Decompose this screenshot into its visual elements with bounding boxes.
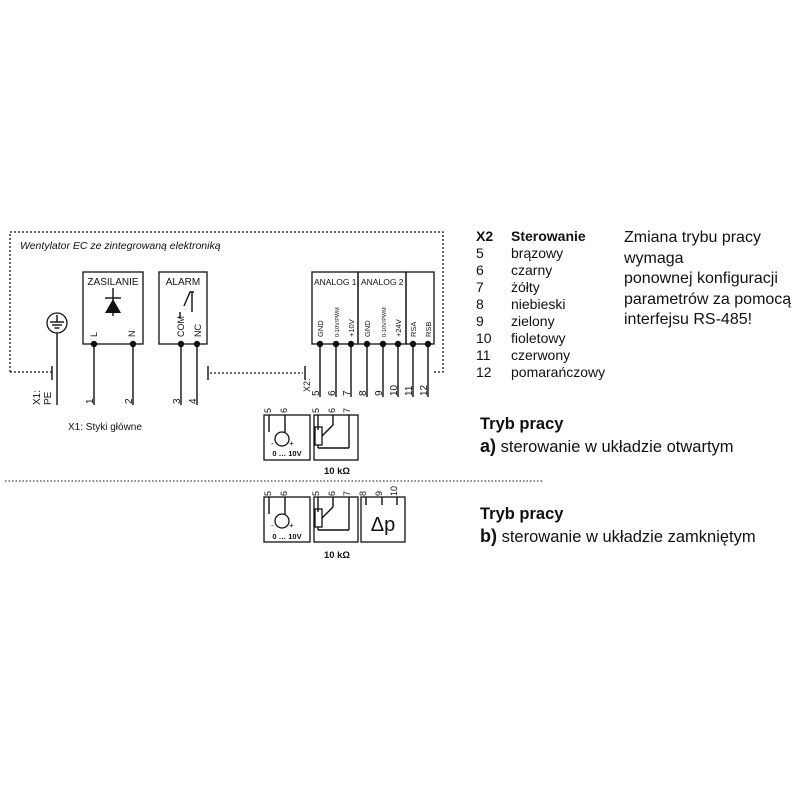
mode-a-resistance: 10 kΩ [324,466,350,477]
legend-header: X2 Sterowanie [476,228,605,245]
pressure-sensor-box [360,496,406,543]
zasilanie-block: ZASILANIE L N 1 2 [82,271,144,405]
zasilanie-title: ZASILANIE [87,277,138,288]
alarm-pin-nc: NC [193,324,203,337]
x1-caption: X1: Styki główne [68,422,142,433]
alarm-block: ALARM COM NC 3 4 [158,271,208,405]
x1-pe-label: PE [43,391,54,405]
alarm-title: ALARM [166,277,200,288]
potentiometer-box-b [313,496,359,543]
legend-header-num: X2 [476,228,494,244]
svg-text:8: 8 [358,491,368,496]
x2-num-6: 6 [327,390,338,396]
voltage-source-icon-b [274,513,290,529]
x2-num-9: 9 [374,390,385,396]
diode-icon [105,288,121,316]
mode-a-letter: a) [480,436,497,456]
svg-text:5: 5 [263,491,273,496]
svg-text:5: 5 [311,491,321,496]
svg-text:6: 6 [327,491,337,496]
svg-text:6: 6 [279,408,289,413]
mode-b-text: sterowanie w układzie zamkniętym [501,528,756,546]
x2-pin-10-label: +24V [394,319,403,337]
svg-text:10: 10 [389,486,399,496]
mode-a-title: Tryb pracy [480,415,564,433]
svg-text:-: - [271,439,274,448]
terminal-4: 4 [188,398,199,404]
fan-label: Wentylator EC ze zintegrowaną elektronik… [20,240,221,252]
voltage-source-box-b [263,496,311,543]
potentiometer-box [313,414,359,461]
fan-enclosure [9,231,444,373]
svg-text:6: 6 [327,408,337,413]
voltage-source-icon [274,431,290,447]
mode-b-title: Tryb pracy [480,505,564,523]
mode-a-wiring: 5 6 5 6 7 - + 0 … 10V 10 kΩ [263,408,359,477]
relay-contact-icon [179,291,194,318]
mode-a-range: 0 … 10V [272,449,301,458]
mode-b-description: Tryb pracy b) sterowanie w układzie zamk… [480,503,756,548]
mode-a-text: sterowanie w układzie otwartym [500,438,734,456]
svg-text:+: + [289,439,294,448]
x2-pin-9-label: 0-10V/PWM [382,307,388,337]
configuration-note: Zmiana trybu pracy wymaga ponownej konfi… [624,229,792,328]
svg-text:7: 7 [342,408,352,413]
terminal-1: 1 [85,398,96,404]
x2-num-12: 12 [419,384,430,396]
mode-b-wiring: 5 6 5 6 7 8 9 10 - + 0 … 10V 10 kΩ Δp [263,486,406,561]
zasilanie-pin-n: N [127,331,137,338]
x2-pin-8-label: GND [363,320,372,337]
svg-text:9: 9 [374,491,384,496]
mode-a-description: Tryb pracy a) sterowanie w układzie otwa… [480,413,734,458]
x2-designator: X2: [302,378,312,392]
analog1-label: ANALOG 1 [314,277,357,287]
alarm-pin-com: COM [176,316,186,337]
svg-text:+: + [289,521,294,530]
svg-text:6: 6 [279,491,289,496]
svg-text:-: - [271,521,274,530]
x2-pin-7-label: +10V [347,319,356,337]
x1-designator: X1: [32,390,43,405]
terminal-2: 2 [124,398,135,404]
x2-num-8: 8 [358,390,369,396]
x2-num-7: 7 [342,390,353,396]
terminal-3: 3 [172,398,183,404]
x2-control-block: ANALOG 1 ANALOG 2 GND 0-10V/PWM +10V GND… [311,271,435,397]
x2-num-5: 5 [311,390,322,396]
x2-num-10: 10 [389,384,400,396]
svg-text:5: 5 [311,408,321,413]
x2-wires [319,344,429,397]
mode-b-letter: b) [480,526,497,546]
ground-symbol [46,312,68,405]
svg-text:7: 7 [342,491,352,496]
x2-pin-11-label: RSA [409,322,418,337]
mode-b-resistance: 10 kΩ [324,550,350,561]
x2-pin-12-label: RSB [424,322,433,337]
analog2-label: ANALOG 2 [361,277,404,287]
x2-pin-5-label: GND [316,320,325,337]
x2-pin-6-label: 0-10V/PWM [335,307,341,337]
svg-text:5: 5 [263,408,273,413]
zasilanie-pin-l: L [89,332,99,337]
mode-b-range: 0 … 10V [272,532,301,541]
legend-header-label: Sterowanie [511,228,586,244]
x2-num-11: 11 [404,385,415,396]
voltage-source-box [263,414,311,461]
pressure-sensor-icon: Δp [371,514,395,536]
